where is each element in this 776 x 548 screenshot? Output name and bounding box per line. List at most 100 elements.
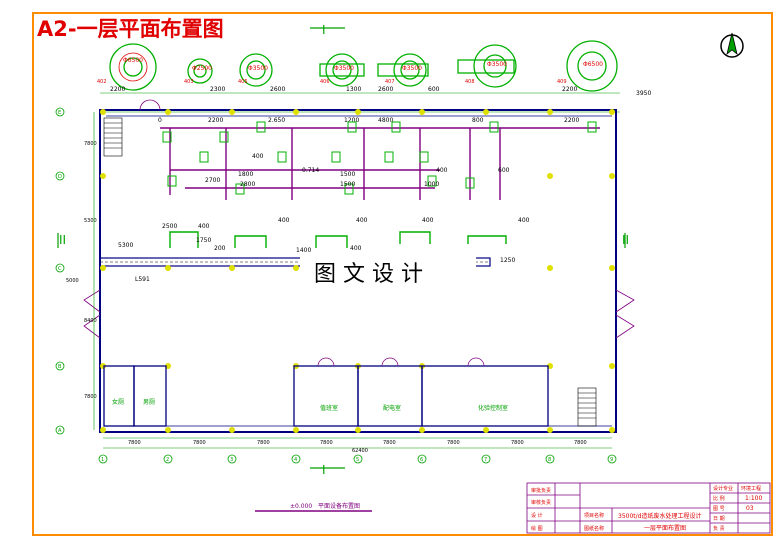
tank-5 xyxy=(377,53,429,87)
svg-text:2200: 2200 xyxy=(110,86,125,93)
door-top xyxy=(139,99,161,111)
svg-text:1400: 1400 xyxy=(296,247,311,254)
svg-text:0.714: 0.714 xyxy=(302,167,319,174)
svg-text:400: 400 xyxy=(278,217,290,224)
svg-text:2: 2 xyxy=(166,457,169,463)
svg-text:600: 600 xyxy=(498,167,510,174)
svg-text:409: 409 xyxy=(557,79,567,85)
svg-text:负 责: 负 责 xyxy=(713,525,725,532)
svg-text:400: 400 xyxy=(198,223,210,230)
svg-text:2500: 2500 xyxy=(162,223,177,230)
room-label-5: 化验控制室 xyxy=(478,404,508,412)
tank-7 xyxy=(566,40,618,92)
svg-text:设计专业: 设计专业 xyxy=(713,485,733,492)
bottom-dims: 7800 7800 7800 7800 7800 7800 7800 7800 … xyxy=(128,440,587,454)
room-label-4: 配电室 xyxy=(383,404,401,412)
tank-4 xyxy=(319,53,365,87)
svg-text:7800: 7800 xyxy=(511,440,524,446)
title-block xyxy=(526,482,771,534)
tank-row xyxy=(109,40,618,92)
svg-text:L591: L591 xyxy=(135,276,150,283)
grid-row-a: A xyxy=(58,428,62,434)
plan-subtitle: 平面设备布置图 xyxy=(318,502,360,510)
svg-text:0: 0 xyxy=(158,117,162,124)
tank-2 xyxy=(187,58,213,84)
svg-text:1300: 1300 xyxy=(346,86,361,93)
svg-text:日 期: 日 期 xyxy=(713,516,725,522)
svg-text:402: 402 xyxy=(97,79,107,85)
svg-text:7800: 7800 xyxy=(84,141,97,147)
svg-text:审批负责: 审批负责 xyxy=(531,487,551,494)
svg-text:400: 400 xyxy=(356,217,368,224)
svg-text:1000: 1000 xyxy=(424,181,439,188)
total-length: 62400 xyxy=(352,448,368,454)
svg-text:7: 7 xyxy=(484,457,487,463)
equipment-frames xyxy=(169,231,507,248)
watermark: 图 文 设 计 xyxy=(314,262,423,287)
svg-text:7800: 7800 xyxy=(128,440,141,446)
bottom-dimension-line xyxy=(103,437,612,449)
svg-text:1500: 1500 xyxy=(340,171,355,178)
room-doors xyxy=(317,357,485,367)
tank-3 xyxy=(239,53,273,87)
tank-dia-6: Φ3500 xyxy=(487,61,507,68)
svg-text:6: 6 xyxy=(420,457,423,463)
svg-text:2200: 2200 xyxy=(208,117,223,124)
section-mark-bottom: I xyxy=(322,463,326,477)
bottom-rooms xyxy=(103,365,549,427)
svg-text:设 计: 设 计 xyxy=(531,512,543,519)
drawing-name: 一层平面布置图 xyxy=(644,524,686,532)
svg-text:图纸名称: 图纸名称 xyxy=(584,525,604,532)
room-label-3: 值班室 xyxy=(320,404,338,412)
stair-right xyxy=(577,387,597,427)
svg-text:审核负责: 审核负责 xyxy=(531,499,551,506)
svg-text:2300: 2300 xyxy=(210,86,225,93)
svg-text:400: 400 xyxy=(350,245,362,252)
grid-rows xyxy=(55,107,65,435)
drawing-number: 03 xyxy=(746,505,754,512)
stair-left xyxy=(103,117,123,157)
svg-text:2800: 2800 xyxy=(240,181,255,188)
svg-text:4800: 4800 xyxy=(378,117,393,124)
svg-text:1500: 1500 xyxy=(340,181,355,188)
svg-text:1200: 1200 xyxy=(344,117,359,124)
section-mark-left: II xyxy=(59,233,66,247)
room-label-2: 男厕 xyxy=(143,399,155,406)
section-mark-top: I xyxy=(322,23,326,37)
svg-text:7800: 7800 xyxy=(320,440,333,446)
project-name: 3500t/d造纸废水处理工程设计 xyxy=(618,512,701,520)
svg-text:2600: 2600 xyxy=(270,86,285,93)
grid-row-b: B xyxy=(58,364,62,370)
svg-text:2700: 2700 xyxy=(205,177,220,184)
sheet-title: A2-一层平面布置图 xyxy=(37,17,224,41)
svg-text:图 号: 图 号 xyxy=(713,506,725,512)
north-arrow-icon xyxy=(720,32,744,58)
svg-text:7800: 7800 xyxy=(574,440,587,446)
svg-text:5300: 5300 xyxy=(84,218,97,224)
svg-text:环境工程: 环境工程 xyxy=(741,485,761,492)
svg-text:7800: 7800 xyxy=(193,440,206,446)
svg-text:600: 600 xyxy=(428,86,440,93)
row2-dims: 0 2200 2.650 1200 4800 800 2200 xyxy=(158,117,579,124)
pump-units xyxy=(162,121,597,195)
svg-text:2200: 2200 xyxy=(564,117,579,124)
low-dims: 2500 400 200 400 400 400 400 400 1400 17… xyxy=(118,217,530,283)
svg-text:406: 406 xyxy=(320,79,330,85)
tank-dia-1: Φ6500 xyxy=(123,57,143,64)
columns xyxy=(100,109,615,433)
tank-dia-4: Φ3500 xyxy=(334,65,354,72)
svg-text:5: 5 xyxy=(356,457,359,463)
title-block-text: 审批负责 审核负责 设 计 绘 图 项目名称 图纸名称 3500t/d造纸废水处… xyxy=(531,485,762,532)
svg-text:7800: 7800 xyxy=(84,394,97,400)
svg-text:5000: 5000 xyxy=(66,278,79,284)
room-labels: 女厕 男厕 值班室 配电室 化验控制室 xyxy=(112,398,508,412)
grid-row-d: D xyxy=(58,174,62,180)
svg-text:408: 408 xyxy=(465,79,475,85)
room-label-1: 女厕 xyxy=(112,398,124,406)
watermark-box xyxy=(300,254,476,288)
svg-text:403: 403 xyxy=(184,79,194,85)
svg-text:400: 400 xyxy=(422,217,434,224)
svg-text:2600: 2600 xyxy=(378,86,393,93)
section-marks: I II I II xyxy=(59,23,629,477)
